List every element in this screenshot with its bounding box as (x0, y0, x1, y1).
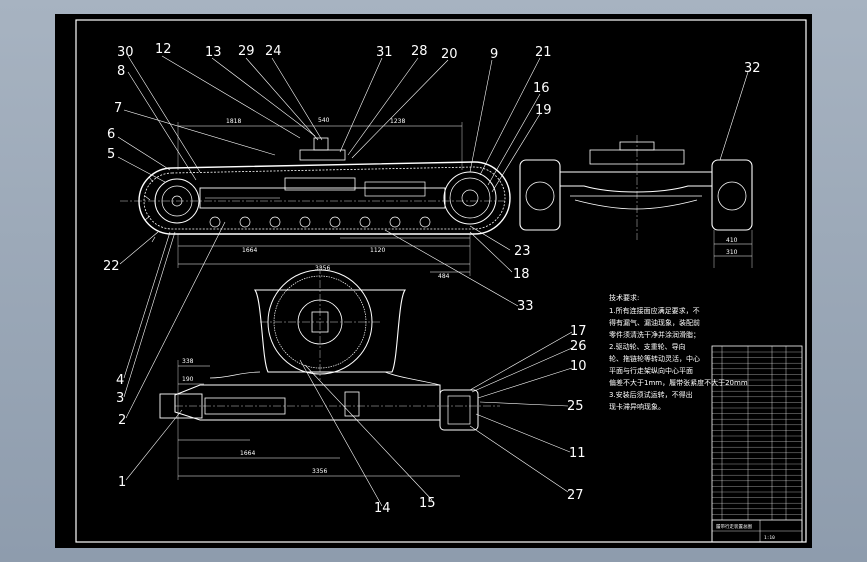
part-label-16: 16 (533, 81, 550, 96)
tech-req-line: 平面与行走架纵向中心平面 (609, 366, 693, 375)
track-plan-view: 338 190 1664 3356 (159, 266, 500, 480)
tech-req-line: 轮、拖链轮等转动灵活，中心 (609, 354, 700, 363)
part-label-17: 17 (570, 324, 587, 339)
dim-plan-3: 338 (182, 358, 194, 365)
part-label-6: 6 (107, 127, 115, 142)
part-label-12: 12 (155, 42, 172, 57)
dim-plan-1: 1664 (240, 450, 255, 457)
tech-req-line: 2.驱动轮、支重轮、导向 (609, 342, 686, 351)
part-label-22: 22 (103, 259, 120, 274)
part-label-29: 29 (238, 44, 255, 59)
dim-top-center: 540 (318, 117, 330, 124)
part-label-21: 21 (535, 45, 552, 60)
tech-req-title: 技术要求: (609, 293, 639, 302)
part-label-13: 13 (205, 45, 222, 60)
part-label-8: 8 (117, 64, 125, 79)
tech-requirements: 技术要求: 1.所有连接面应满足要求，不 得有漏气、漏油现象，装配前 零件须清洗… (609, 293, 748, 411)
tech-req-line: 得有漏气、漏油现象，装配前 (609, 318, 700, 327)
part-label-1: 1 (118, 475, 126, 490)
part-label-31: 31 (376, 45, 393, 60)
part-label-10: 10 (570, 359, 587, 374)
part-label-11: 11 (569, 446, 586, 461)
part-label-5: 5 (107, 147, 115, 162)
part-label-9: 9 (490, 47, 498, 62)
part-label-30: 30 (117, 45, 134, 60)
part-label-25: 25 (567, 399, 584, 414)
drawing-sheet (55, 14, 812, 548)
tech-req-line: 偏差不大于1mm，履带张紧度不大于20mm (609, 378, 748, 387)
part-label-14: 14 (374, 501, 391, 516)
dim-right-1: 410 (726, 237, 738, 244)
track-end-view: 410 310 (519, 135, 753, 268)
dim-top-left: 1818 (226, 118, 241, 125)
dim-bottom-4: 484 (438, 273, 450, 280)
leader-lines (117, 55, 749, 507)
part-label-19: 19 (535, 103, 552, 118)
dim-top-right: 1238 (390, 118, 405, 125)
part-label-4: 4 (116, 373, 124, 388)
part-label-33: 33 (517, 299, 534, 314)
tech-req-line: 现卡滞异响现象。 (609, 402, 665, 411)
part-label-15: 15 (419, 496, 436, 511)
part-label-3: 3 (116, 391, 124, 406)
dim-bottom-1: 1664 (242, 247, 257, 254)
tech-req-line: 1.所有连接面应满足要求，不 (609, 306, 700, 315)
side-view-dimensions: 1818 1238 540 1664 3356 1120 484 (177, 117, 471, 280)
part-label-23: 23 (514, 244, 531, 259)
dim-right-2: 310 (726, 249, 738, 256)
dim-plan-4: 190 (182, 376, 194, 383)
part-label-7: 7 (114, 101, 122, 116)
dim-plan-2: 3356 (312, 468, 327, 475)
part-label-24: 24 (265, 44, 282, 59)
title-block-title: 履带行走装置总图 (716, 523, 752, 530)
part-label-28: 28 (411, 44, 428, 59)
tech-req-line: 零件须清洗干净并涂润滑脂； (609, 330, 700, 339)
part-label-27: 27 (567, 488, 584, 503)
dim-bottom-3: 1120 (370, 247, 385, 254)
drawing-border (75, 19, 807, 543)
part-label-18: 18 (513, 267, 530, 282)
part-labels: 30 12 13 29 24 31 28 20 9 21 32 8 7 6 5 … (103, 42, 761, 516)
part-label-32: 32 (744, 61, 761, 76)
part-label-26: 26 (570, 339, 587, 354)
parts-list-table (711, 345, 803, 543)
dim-bottom-2: 3356 (315, 265, 330, 272)
title-block-scale: 1:10 (764, 535, 775, 541)
tech-req-line: 3.安装后须试运转，不得出 (609, 390, 693, 399)
part-label-2: 2 (118, 413, 126, 428)
part-label-20: 20 (441, 47, 458, 62)
